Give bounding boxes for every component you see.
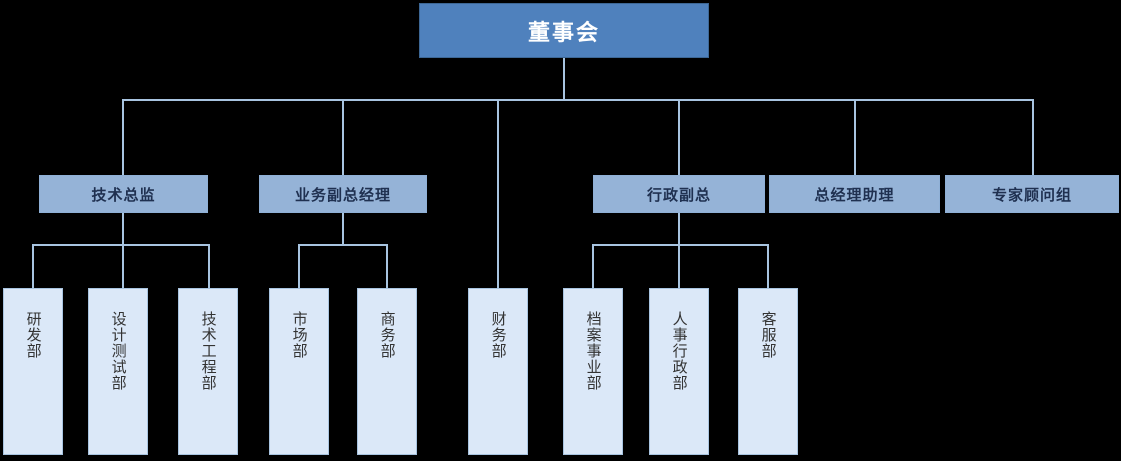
org-node-design-test-label: 设计测试部 xyxy=(109,311,127,391)
org-node-tech-engineering-label: 技术工程部 xyxy=(199,311,217,391)
org-node-finance[interactable]: 财务部 xyxy=(468,288,528,455)
org-node-expert-group-label: 专家顾问组 xyxy=(991,186,1072,204)
connector-business-vp-bus xyxy=(298,244,388,246)
connector-drop-admin-vp xyxy=(678,99,680,175)
org-node-rnd[interactable]: 研发部 xyxy=(3,288,63,455)
connector-drop-business-vp xyxy=(342,99,344,175)
org-node-hr-admin[interactable]: 人事行政部 xyxy=(649,288,709,455)
org-node-marketing[interactable]: 市场部 xyxy=(269,288,329,455)
org-node-root[interactable]: 董事会 xyxy=(419,3,709,58)
org-node-tech-engineering[interactable]: 技术工程部 xyxy=(178,288,238,455)
connector-drop-tech-director xyxy=(122,99,124,175)
org-node-customer-service-label: 客服部 xyxy=(759,311,777,359)
org-node-marketing-label: 市场部 xyxy=(290,311,308,359)
org-node-finance-label: 财务部 xyxy=(489,311,507,359)
org-node-gm-assistant[interactable]: 总经理助理 xyxy=(769,175,940,213)
org-node-business-vp[interactable]: 业务副总经理 xyxy=(259,175,427,213)
connector-drop-commerce xyxy=(386,244,388,288)
connector-main-bus xyxy=(122,99,1034,101)
org-node-expert-group[interactable]: 专家顾问组 xyxy=(945,175,1119,213)
org-node-gm-assistant-label: 总经理助理 xyxy=(814,186,895,204)
org-node-tech-director-label: 技术总监 xyxy=(91,186,156,204)
org-node-admin-vp[interactable]: 行政副总 xyxy=(593,175,765,213)
connector-drop-hr-admin xyxy=(678,244,680,288)
org-node-design-test[interactable]: 设计测试部 xyxy=(88,288,148,455)
connector-drop-finance xyxy=(497,99,499,288)
org-node-commerce[interactable]: 商务部 xyxy=(357,288,417,455)
org-node-business-vp-label: 业务副总经理 xyxy=(294,186,391,204)
connector-root-drop xyxy=(563,58,565,100)
connector-drop-gm-assistant xyxy=(854,99,856,175)
org-node-admin-vp-label: 行政副总 xyxy=(646,186,711,204)
connector-drop-archives xyxy=(592,244,594,288)
connector-drop-customer-service xyxy=(767,244,769,288)
connector-tech-director-bus xyxy=(32,244,210,246)
connector-business-vp-stem xyxy=(342,213,344,245)
connector-drop-tech-engineering xyxy=(208,244,210,288)
org-node-archives-label: 档案事业部 xyxy=(584,311,602,391)
org-node-rnd-label: 研发部 xyxy=(24,311,42,359)
org-node-hr-admin-label: 人事行政部 xyxy=(670,311,688,391)
org-node-customer-service[interactable]: 客服部 xyxy=(738,288,798,455)
org-node-tech-director[interactable]: 技术总监 xyxy=(39,175,208,213)
connector-drop-expert-group xyxy=(1032,99,1034,175)
connector-admin-vp-bus xyxy=(592,244,769,246)
connector-drop-design-test xyxy=(122,244,124,288)
connector-tech-director-stem xyxy=(122,213,124,245)
connector-admin-vp-stem xyxy=(678,213,680,245)
connector-drop-rnd xyxy=(32,244,34,288)
org-node-root-label: 董事会 xyxy=(527,19,600,45)
connector-drop-marketing xyxy=(298,244,300,288)
org-node-commerce-label: 商务部 xyxy=(378,311,396,359)
org-node-archives[interactable]: 档案事业部 xyxy=(563,288,623,455)
